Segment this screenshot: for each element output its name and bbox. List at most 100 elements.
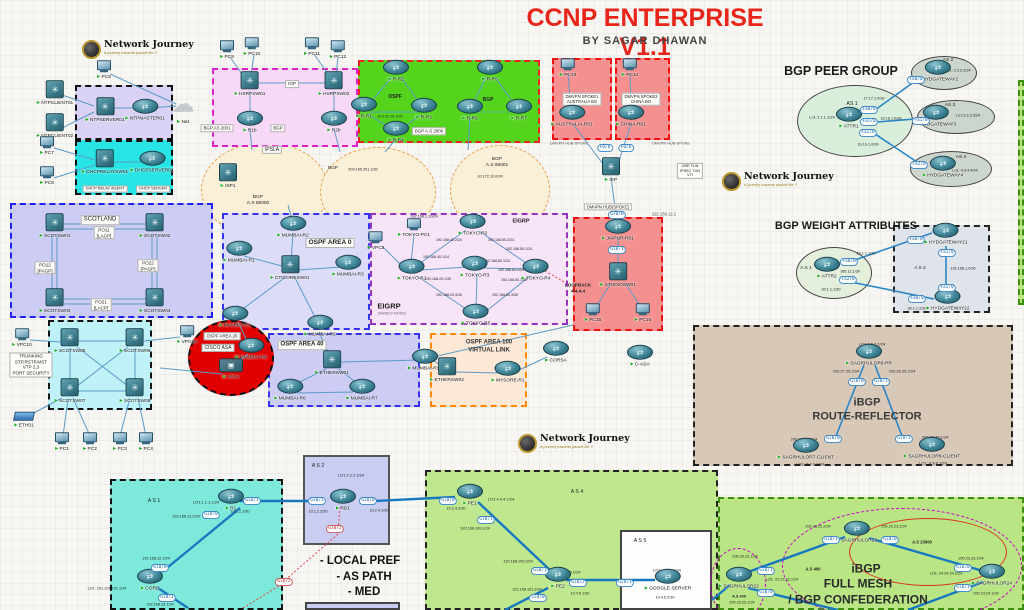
device-scotsw02[interactable]: ✳SCOTSW02 — [140, 213, 170, 239]
device-scotsw04[interactable]: ✳SCOTSW04 — [140, 288, 170, 314]
device-mumbai-r1[interactable]: ⇄MUMBAI-R1 — [223, 240, 255, 263]
device-rd1[interactable]: ⇄RD1 — [330, 488, 356, 511]
device-hydgateway4[interactable]: ⇄HYDGATEWAY4 — [923, 155, 963, 178]
device-pc3[interactable]: PC3 — [113, 432, 127, 452]
device-r1b[interactable]: ⇄R1b — [237, 110, 263, 133]
device-core[interactable]: ⇄CORE — [137, 568, 163, 591]
device-r-r3[interactable]: ⇄R-R3 — [411, 97, 437, 120]
device-pc14[interactable]: PC14 — [622, 58, 638, 78]
device-sagrhulor7-client[interactable]: ⇄SAGRHULOR7-CLIENT — [778, 437, 834, 460]
device-pc12[interactable]: PC12 — [330, 40, 346, 60]
device-pc1[interactable]: PC1 — [55, 432, 69, 452]
device-vpc10[interactable]: VPC10 — [12, 328, 32, 348]
device-sagrhulor8-client[interactable]: ⇄SAGRHULOR8-CLIENT — [904, 436, 960, 459]
device-tokyo-r3[interactable]: ⇄TOKYO-R3 — [461, 255, 489, 278]
device-ntpserver01[interactable]: ✳NTPSERVER01 — [86, 97, 125, 123]
device-r-r6[interactable]: ⇄R-R6 — [457, 98, 483, 121]
device-corsa[interactable]: ⇄CORSA — [543, 340, 569, 363]
device-pc2[interactable]: PC2 — [83, 432, 97, 452]
device-pc11[interactable]: PC11 — [304, 37, 320, 57]
device-dhcpserver01[interactable]: ⇄DHCPSERVER01 — [131, 150, 174, 173]
router-icon: ⇄ — [349, 378, 375, 394]
device-scotsw07[interactable]: ✳SCOTSW07 — [55, 378, 85, 404]
device-vpc04[interactable]: VPC04 — [177, 325, 197, 345]
device-mumbai-r7[interactable]: ⇄MUMBAI-R7 — [346, 378, 378, 401]
device-label: SCOTSW06 — [120, 347, 150, 354]
device-r-r1[interactable]: ⇄R-R1 — [351, 96, 377, 119]
device-jaipur-r01[interactable]: ⇄JAIPUR-R01 — [602, 218, 634, 241]
device-cticoresw01[interactable]: ✳CTICORESW01 — [270, 255, 310, 281]
device-sagrhulor23[interactable]: ⇄SAGRHULOR23 — [837, 520, 877, 543]
device-mumbai-r3[interactable]: ⇄MUMBAI-R3 — [332, 254, 364, 277]
device-r1[interactable]: ⇄R1 — [218, 488, 244, 511]
device-tokyo-r1[interactable]: ⇄TOKYO-R1 — [398, 258, 426, 281]
device-pc7[interactable]: PC7 — [40, 136, 54, 156]
device-hsrpsw01[interactable]: ✳HSRPSW01 — [235, 71, 265, 97]
device-scotsw03[interactable]: ✳SCOTSW03 — [40, 288, 70, 314]
device-sagrhulor24[interactable]: ⇄SAGRHULOR24 — [972, 563, 1012, 586]
device-tokyo-r5[interactable]: ⇄TOKYO-R5 — [462, 303, 490, 326]
device-mumbai-r4[interactable]: ⇄MUMBAI-R4 — [219, 305, 251, 328]
device-pc13[interactable]: PC13 — [560, 58, 576, 78]
device-mumbai-r2[interactable]: ⇄MUMBAI-R2 — [277, 215, 309, 238]
device-pc4[interactable]: PC4 — [139, 432, 153, 452]
link — [53, 147, 96, 161]
device-label: HSRPSW01 — [235, 90, 265, 97]
device-mumbai-r8[interactable]: ⇄MUMBAI-R8 — [235, 337, 267, 360]
device-ntpclient01[interactable]: ✳NTPCLIENT01 — [37, 80, 73, 106]
device-r-r2[interactable]: ⇄R-R2 — [383, 59, 409, 82]
device-attr1[interactable]: ⇄ATTR1 — [836, 106, 862, 129]
device-scotsw06[interactable]: ✳SCOTSW06 — [120, 328, 150, 354]
device-australia-r01[interactable]: ⇄AUSTRALIA-R01 — [551, 104, 593, 127]
device-ntpclient02[interactable]: ✳NTPCLIENT02 — [37, 113, 73, 139]
device-ethersw02[interactable]: ✳ETHERSW02 — [430, 357, 464, 383]
device-pc10[interactable]: PC10 — [244, 37, 260, 57]
device-hydgateway2[interactable]: ⇄HYDGATEWAY2 — [918, 59, 958, 82]
device-pc16[interactable]: PC16 — [635, 303, 651, 323]
device-asav[interactable]: ▣ASAv — [219, 358, 243, 380]
device-ethersw01[interactable]: ✳ETHERSW01 — [315, 350, 349, 376]
device-mysore-r1[interactable]: ⇄MYSORE-R1 — [492, 360, 524, 383]
device-r-r5[interactable]: ⇄R-R5 — [477, 59, 503, 82]
device-vpc5[interactable]: VPC5 — [368, 231, 384, 251]
device-dhcprelaysw01[interactable]: ✳DHCPRELAYSW01 — [82, 149, 128, 175]
device-scotsw08[interactable]: ✳SCOTSW08 — [120, 378, 150, 404]
device-hydgateway21[interactable]: ⇄HYDGATEWAY21 — [925, 222, 967, 245]
device-hydgateway22[interactable]: ⇄HYDGATEWAY22 — [927, 288, 969, 311]
router-icon: ⇄ — [477, 59, 503, 75]
interface-pill: F0/0 — [597, 144, 613, 152]
device-r-r4[interactable]: ⇄R-R4 — [383, 120, 409, 143]
device-nat[interactable]: ☁Nat — [172, 91, 194, 125]
device-ntpmaster01[interactable]: ⇄NTPMASTER01 — [125, 98, 165, 121]
device-label: SCOTSW05 — [55, 347, 85, 354]
device-mumbai-r6[interactable]: ⇄MUMBAI-R6 — [274, 378, 306, 401]
device-pc15[interactable]: PC15 — [585, 303, 601, 323]
device-hsrpsw02[interactable]: ✳HSRPSW02 — [319, 71, 349, 97]
device-pe1[interactable]: ⇄PE1 — [457, 483, 483, 506]
device-studiosw01[interactable]: ✳STUDIOSW01 — [600, 262, 636, 288]
device-sagrhulor22[interactable]: ⇄SAGRHULOR22 — [719, 566, 759, 589]
device-pc9[interactable]: PC9 — [220, 40, 234, 60]
device-eth01[interactable]: ETH01 — [13, 411, 35, 428]
device-china-r01[interactable]: ⇄CHINA-R01 — [616, 104, 646, 127]
device-mumbai-r5[interactable]: ⇄MUMBAI-R5 — [304, 314, 336, 337]
device-hydgateway3[interactable]: ⇄HYDGATEWAY3 — [916, 104, 956, 127]
device-google-server[interactable]: ⇄GOOGLE-SERVER — [645, 568, 691, 591]
device-isp1[interactable]: ✳ISP1 — [219, 163, 237, 189]
device-label: ISP — [605, 176, 617, 183]
device-r-r7[interactable]: ⇄R-R7 — [506, 98, 532, 121]
device-c-asa[interactable]: ⇄C-ASA — [627, 344, 653, 367]
device-scotsw05[interactable]: ✳SCOTSW05 — [55, 328, 85, 354]
device-pc8[interactable]: PC8 — [40, 166, 54, 186]
device-tokyo-pc1[interactable]: TOKYO-PC1 — [398, 218, 430, 238]
device-pc5[interactable]: PC5 — [97, 60, 111, 80]
device-sagrhulor6-rr[interactable]: ⇄SAGRHULOR6-RR — [846, 343, 892, 366]
device-r2b[interactable]: ⇄R2b — [321, 110, 347, 133]
device-tokyo-r4[interactable]: ⇄TOKYO-R4 — [522, 258, 550, 281]
device-attr2[interactable]: ⇄ATTR2 — [814, 256, 840, 279]
device-tokyo-r2[interactable]: ⇄TOKYO-R2 — [459, 213, 487, 236]
device-scotsw01[interactable]: ✳SCOTSW01 — [40, 213, 70, 239]
device-mumbai-r10[interactable]: ⇄MUMBAI-R10 — [408, 348, 442, 371]
device-pe2[interactable]: ⇄PE2 — [545, 566, 571, 589]
device-isp[interactable]: ✳ISP — [602, 157, 620, 183]
